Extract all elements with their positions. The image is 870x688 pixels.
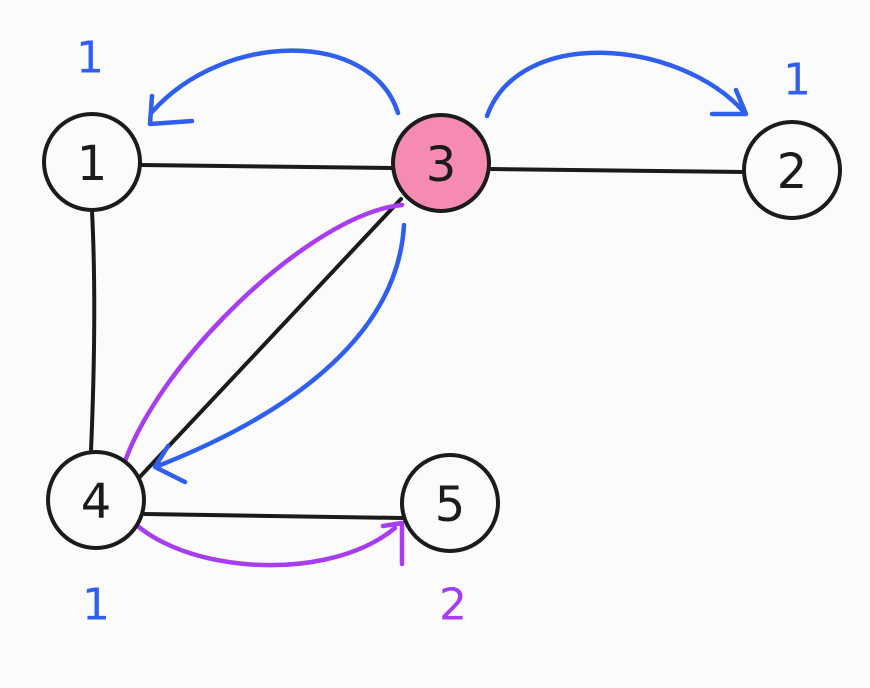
labels-layer: 1 1 1 2 bbox=[76, 33, 811, 631]
node-label: 1 bbox=[77, 136, 108, 192]
arrow-curve bbox=[484, 50, 747, 119]
arrow-3-to-2-blue bbox=[484, 50, 749, 119]
node-circle bbox=[46, 450, 146, 550]
arrowhead-icon bbox=[380, 520, 405, 567]
highlighted-node-circle bbox=[391, 113, 491, 213]
node-label: 3 bbox=[426, 137, 457, 193]
arrow-curve bbox=[155, 222, 407, 469]
edge-1-3 bbox=[139, 163, 394, 170]
arrowhead-icon bbox=[152, 443, 188, 485]
node-circle bbox=[742, 120, 842, 220]
arrow-3-to-4-blue bbox=[152, 222, 407, 485]
edges-layer bbox=[89, 163, 747, 520]
node-5: 5 bbox=[400, 453, 500, 553]
nodes-layer: 1 2 3 4 5 bbox=[42, 112, 842, 553]
arrow-curve bbox=[149, 48, 401, 116]
arrow-curve bbox=[114, 497, 398, 568]
distance-label-node-1: 1 bbox=[76, 33, 104, 84]
arrow-4-to-5-purple bbox=[114, 497, 405, 568]
arrowhead-icon bbox=[709, 87, 749, 117]
node-label: 4 bbox=[81, 474, 112, 530]
node-label: 2 bbox=[777, 144, 808, 200]
arrow-3-to-4-purple bbox=[114, 202, 405, 503]
node-2: 2 bbox=[742, 120, 842, 220]
node-3: 3 bbox=[391, 113, 491, 213]
edge-3-2 bbox=[488, 167, 747, 174]
edge-1-4 bbox=[89, 209, 97, 453]
distance-label-node-5: 2 bbox=[439, 580, 467, 631]
arrow-3-to-1-blue bbox=[147, 48, 401, 127]
node-circle bbox=[42, 112, 142, 212]
arrowhead-icon bbox=[147, 93, 195, 127]
node-4: 4 bbox=[46, 450, 146, 550]
arrow-curve bbox=[114, 202, 405, 503]
node-label: 5 bbox=[435, 477, 466, 533]
arrows-layer bbox=[114, 48, 749, 568]
edge-3-4 bbox=[134, 197, 403, 483]
distance-label-node-2: 1 bbox=[783, 55, 811, 106]
node-1: 1 bbox=[42, 112, 142, 212]
distance-label-node-4: 1 bbox=[82, 580, 110, 631]
node-circle bbox=[400, 453, 500, 553]
edge-4-5 bbox=[143, 512, 404, 520]
